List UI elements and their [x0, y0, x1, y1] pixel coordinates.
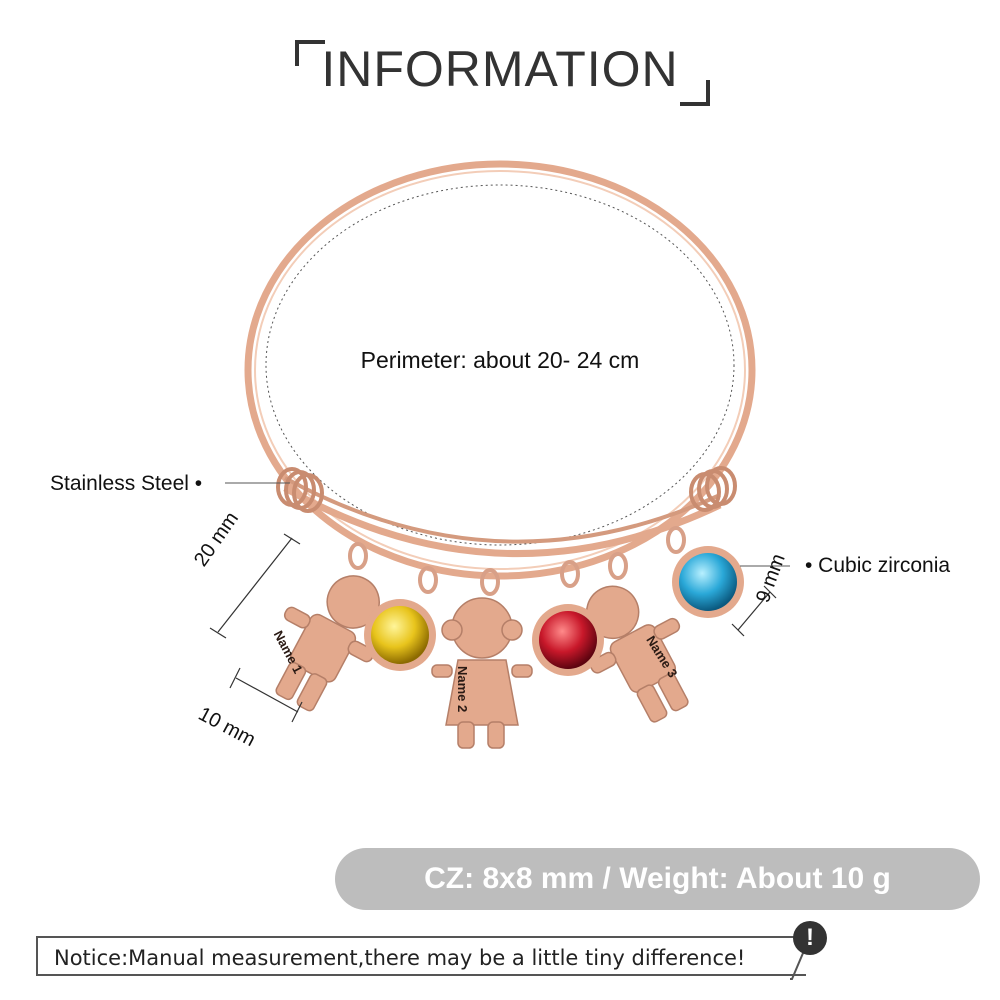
- stone-red: [532, 604, 604, 676]
- stone-blue: [672, 546, 744, 618]
- page-title: INFORMATION: [321, 41, 679, 97]
- specs-badge: CZ: 8x8 mm / Weight: About 10 g: [335, 848, 980, 910]
- right-coil: [689, 466, 737, 512]
- perimeter-outline: [265, 184, 735, 546]
- stone-yellow: [364, 599, 436, 671]
- charm-boy-3: [585, 585, 689, 723]
- notice-box: Notice:Manual measurement,there may be a…: [36, 936, 806, 976]
- notice-text: Notice:Manual measurement,there may be a…: [54, 946, 746, 970]
- bangle-wire: [244, 160, 756, 580]
- title-bracket-left: [295, 40, 325, 66]
- perimeter-label: Perimeter: about 20- 24 cm: [360, 347, 640, 373]
- stone-label: • Cubic zirconia: [805, 554, 951, 577]
- dimension-lines: [209, 533, 777, 723]
- left-coil: [276, 467, 324, 513]
- charm-girl-2: [431, 597, 533, 749]
- exclamation-icon: !: [793, 921, 827, 955]
- material-label: Stainless Steel •: [50, 472, 203, 495]
- charm-boy-1: [275, 575, 380, 712]
- charm-name-2: Name 2: [455, 666, 470, 713]
- title-bracket-right: [680, 80, 710, 106]
